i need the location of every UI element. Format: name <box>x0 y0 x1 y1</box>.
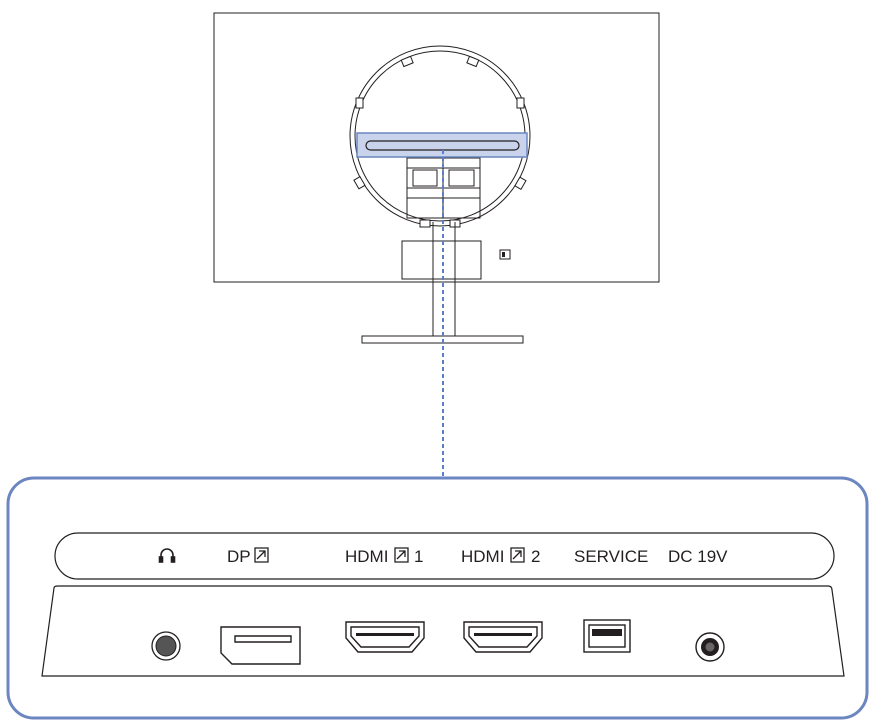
hdmi1-connector <box>345 621 425 653</box>
dc-port-label: DC 19V <box>668 547 728 566</box>
usb-service-connector <box>583 619 631 653</box>
headphone-icon <box>158 548 176 563</box>
hdmi1-port-number: 1 <box>414 547 423 566</box>
displayport-connector <box>220 626 301 665</box>
service-port-label: SERVICE <box>574 547 648 566</box>
dc-power-jack <box>695 632 725 662</box>
input-arrow-icon <box>394 547 409 563</box>
stand-ring-outer <box>349 45 531 227</box>
port-panel-body <box>41 585 845 677</box>
hdmi2-connector <box>463 621 543 653</box>
hdmi1-port-label-prefix: HDMI <box>345 547 388 566</box>
input-arrow-icon <box>254 547 269 563</box>
port-label-bar <box>54 532 835 580</box>
hdmi2-port-number: 2 <box>531 547 540 566</box>
headphone-jack <box>151 631 181 661</box>
kensington-lock-icon <box>499 249 511 260</box>
stand-neck-lower <box>401 240 482 280</box>
hdmi2-port-label-prefix: HDMI <box>461 547 504 566</box>
input-arrow-icon <box>510 547 525 563</box>
monitor-rear-view <box>213 12 660 344</box>
dp-port-label: DP <box>227 547 251 566</box>
